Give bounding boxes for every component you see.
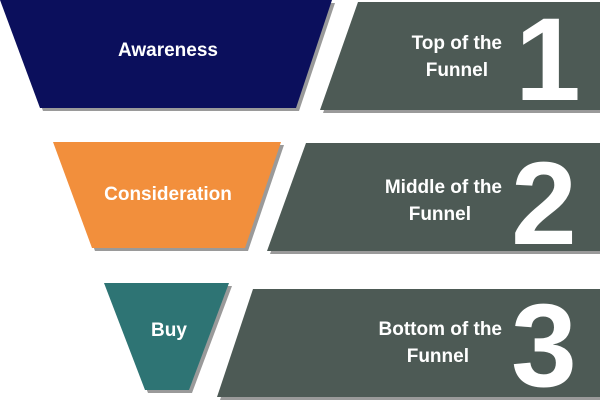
stage-band-2 (267, 143, 600, 251)
stage-3-line2: Funnel (407, 346, 469, 367)
stage-3-line1: Bottom of the (379, 319, 502, 340)
stage-2-number: 2 (511, 138, 577, 270)
buy-trapezoid (104, 283, 229, 390)
consideration-trapezoid (53, 142, 281, 248)
awareness-label: Awareness (118, 40, 218, 61)
stage-2-line2: Funnel (409, 204, 471, 225)
stage-1-line1: Top of the (412, 33, 502, 54)
stage-1-number: 1 (515, 0, 581, 126)
funnel-level-3: Buy Bottom of the Funnel 3 (104, 280, 600, 400)
stage-1-line2: Funnel (426, 60, 488, 81)
consideration-label: Consideration (104, 184, 232, 205)
stage-band-1 (320, 2, 600, 110)
buy-label: Buy (151, 320, 187, 341)
stage-3-number: 3 (511, 280, 577, 400)
awareness-trapezoid (0, 0, 332, 108)
stage-band-3 (217, 289, 600, 397)
funnel-level-1: Awareness Top of the Funnel 1 (0, 0, 600, 126)
funnel-level-2: Consideration Middle of the Funnel 2 (53, 138, 600, 270)
stage-2-line1: Middle of the (385, 177, 502, 198)
